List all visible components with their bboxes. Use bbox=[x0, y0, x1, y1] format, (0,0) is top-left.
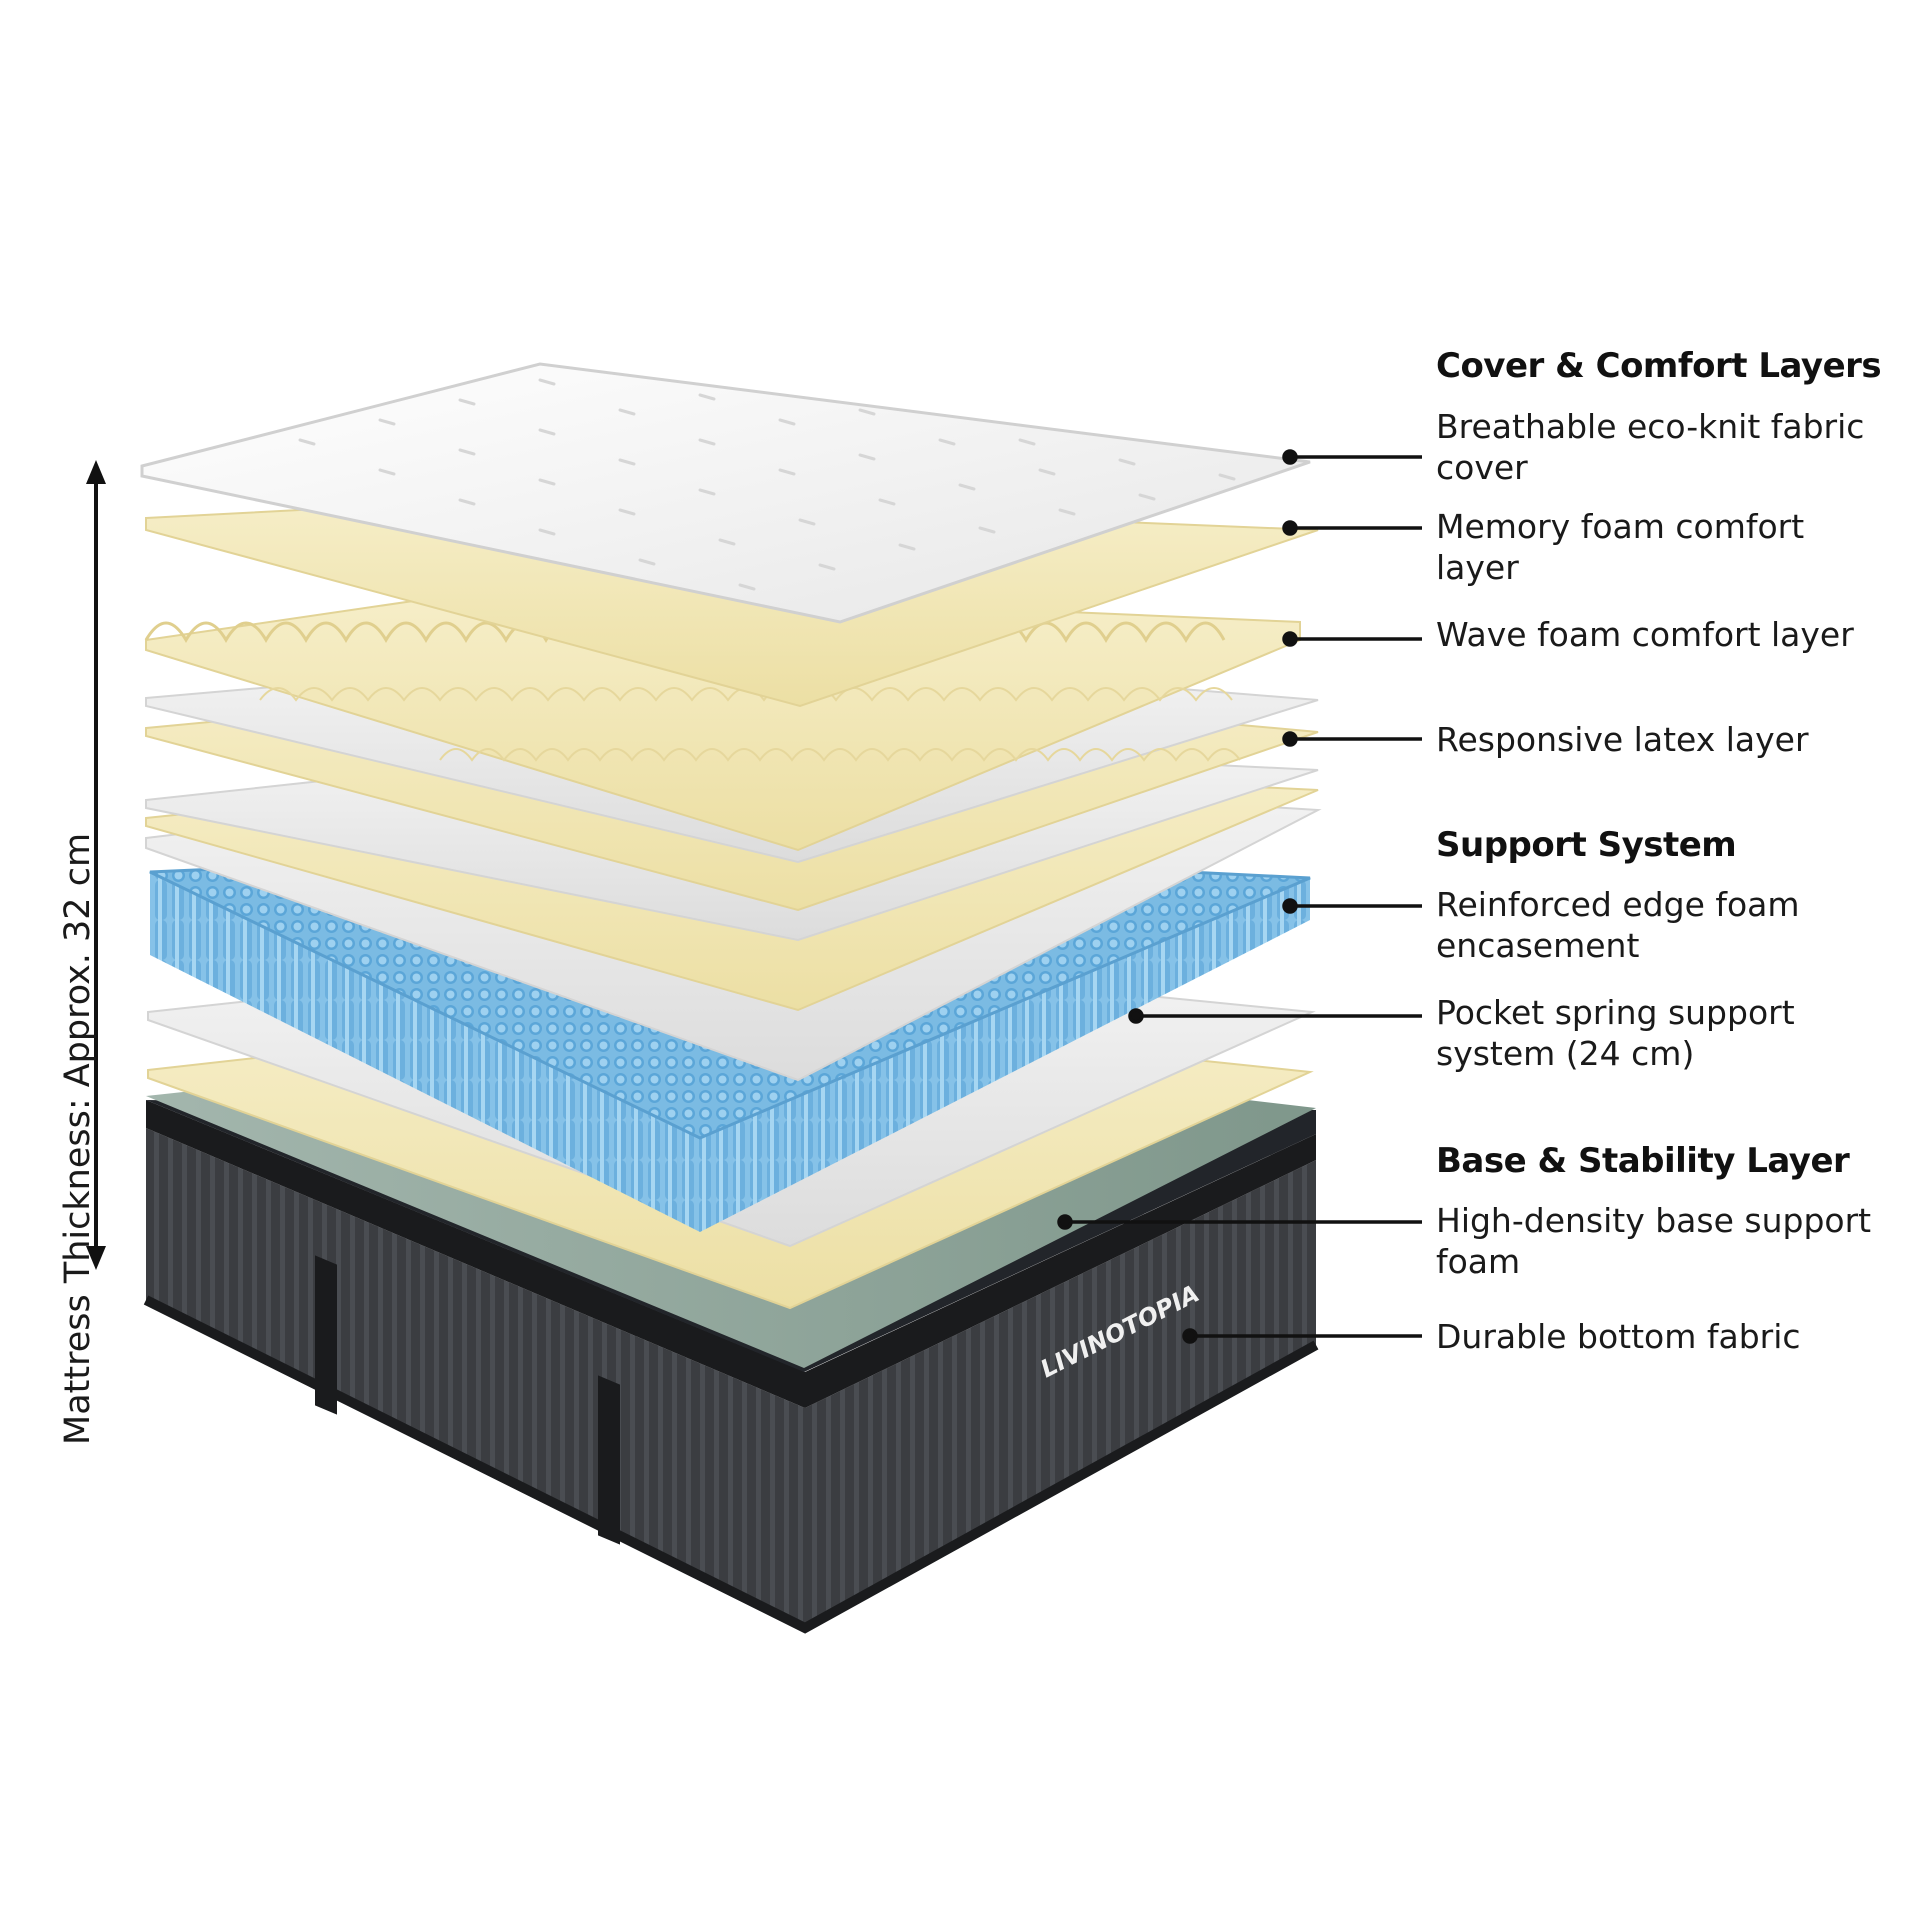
thickness-label: Mattress Thickness: Approx. 32 cm bbox=[58, 832, 98, 1445]
label-pocket-spring: Pocket spring support system (24 cm) bbox=[1436, 993, 1795, 1073]
heading-cover-comfort: Cover & Comfort Layers bbox=[1436, 346, 1882, 386]
leader-base-foam bbox=[1057, 1214, 1422, 1230]
bottom-fabric-layer bbox=[143, 1100, 1319, 1634]
label-wave-foam: Wave foam comfort layer bbox=[1436, 615, 1854, 654]
leader-wave-foam bbox=[1282, 631, 1422, 647]
leader-pocket-spring bbox=[1128, 1008, 1422, 1024]
leader-memory-foam bbox=[1282, 520, 1422, 536]
heading-base-stability: Base & Stability Layer bbox=[1436, 1141, 1850, 1181]
label-base-foam: High-density base support foam bbox=[1436, 1201, 1872, 1281]
label-eco-knit-cover: Breathable eco-knit fabric cover bbox=[1436, 407, 1865, 487]
label-edge-foam: Reinforced edge foam encasement bbox=[1436, 885, 1800, 965]
leader-lines bbox=[1057, 449, 1422, 1344]
leader-edge-foam bbox=[1282, 898, 1422, 914]
heading-support-system: Support System bbox=[1436, 825, 1737, 865]
label-bottom-fabric: Durable bottom fabric bbox=[1436, 1317, 1801, 1356]
leader-bottom-fabric bbox=[1182, 1328, 1422, 1344]
leader-cover bbox=[1282, 449, 1422, 465]
quilted-cover-layer bbox=[140, 362, 1311, 624]
thickness-arrow bbox=[86, 460, 106, 1270]
label-latex: Responsive latex layer bbox=[1436, 720, 1809, 759]
label-memory-foam: Memory foam comfort layer bbox=[1436, 507, 1805, 587]
leader-latex bbox=[1282, 731, 1422, 747]
